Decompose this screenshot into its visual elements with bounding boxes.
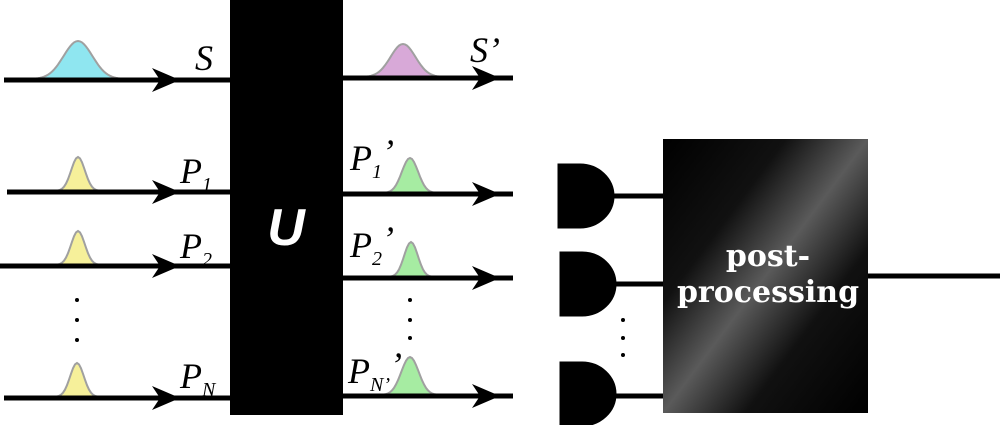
- input-pulse-3: [55, 229, 101, 267]
- output-3-arrow-icon: [472, 266, 500, 290]
- ellipsis-detectors: [621, 318, 625, 357]
- input-3-arrow-icon: [152, 254, 180, 278]
- input-1-arrow-icon: [152, 68, 180, 92]
- input-pulse-4: [54, 361, 100, 399]
- input-pulse-2: [55, 155, 101, 193]
- unitary-box: [230, 0, 343, 415]
- postprocessing-label-line2: processing: [677, 275, 859, 310]
- output-pulse-2: [383, 156, 437, 195]
- input-label-pn: PN: [179, 356, 217, 401]
- output-4-arrow-icon: [472, 384, 500, 408]
- input-label-p2: P2: [179, 226, 212, 271]
- input-label-p1: P1: [179, 151, 212, 196]
- output-label-p1: P1’: [349, 132, 394, 183]
- postprocessing-box: [663, 139, 868, 413]
- output-2-arrow-icon: [472, 182, 500, 206]
- input-pulse-1: [31, 39, 125, 81]
- output-pulse-4: [381, 355, 439, 397]
- output-label-p2: P2’: [349, 219, 394, 270]
- output-pulse-1: [362, 42, 444, 79]
- output-pulse-3: [388, 240, 434, 279]
- output-1-arrow-icon: [472, 66, 500, 90]
- ellipsis-input: [75, 298, 79, 342]
- input-4-arrow-icon: [152, 386, 180, 410]
- detector-icon-1: [557, 163, 615, 229]
- input-2-arrow-icon: [152, 180, 180, 204]
- output-label-s: S’: [470, 30, 500, 70]
- ellipsis-output: [408, 298, 412, 340]
- detector-icon-2: [559, 251, 617, 317]
- output-label-pn: PN’’: [347, 345, 402, 396]
- detector-icon-3: [559, 361, 617, 425]
- unitary-label: U: [267, 199, 306, 257]
- input-label-s: S: [195, 38, 213, 78]
- postprocessing-label-line1: post-: [726, 239, 810, 274]
